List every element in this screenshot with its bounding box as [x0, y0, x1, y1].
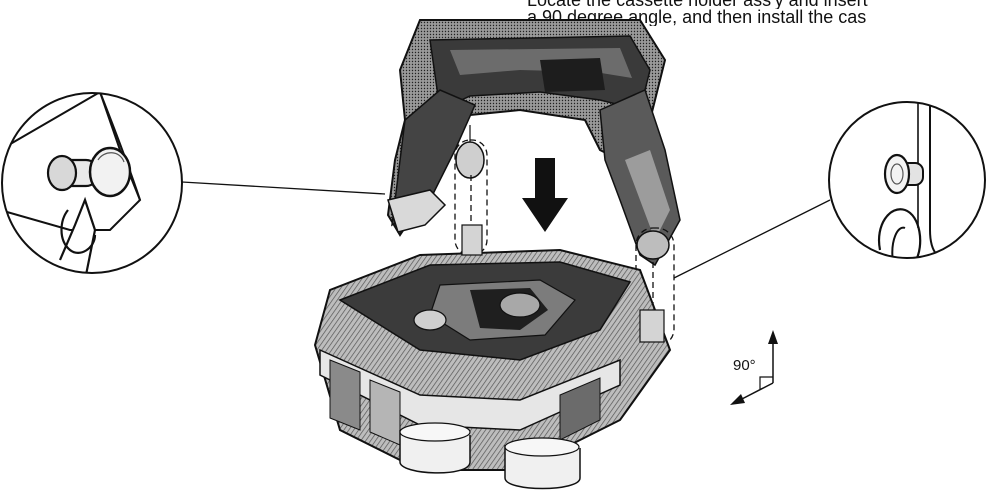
right-angle-icon — [730, 330, 778, 405]
detail-circle-left — [1, 92, 183, 274]
mechanism-base — [313, 224, 672, 490]
cassette-holder-assy — [386, 19, 681, 267]
detail-circle-right — [828, 101, 986, 259]
angle-label: 90° — [733, 357, 756, 374]
leader-line-left — [181, 181, 386, 195]
instruction-line-1: Locate the cassette holder ass'y and ins… — [527, 0, 989, 9]
leader-line-right — [673, 199, 831, 279]
down-arrow-icon — [522, 158, 568, 232]
